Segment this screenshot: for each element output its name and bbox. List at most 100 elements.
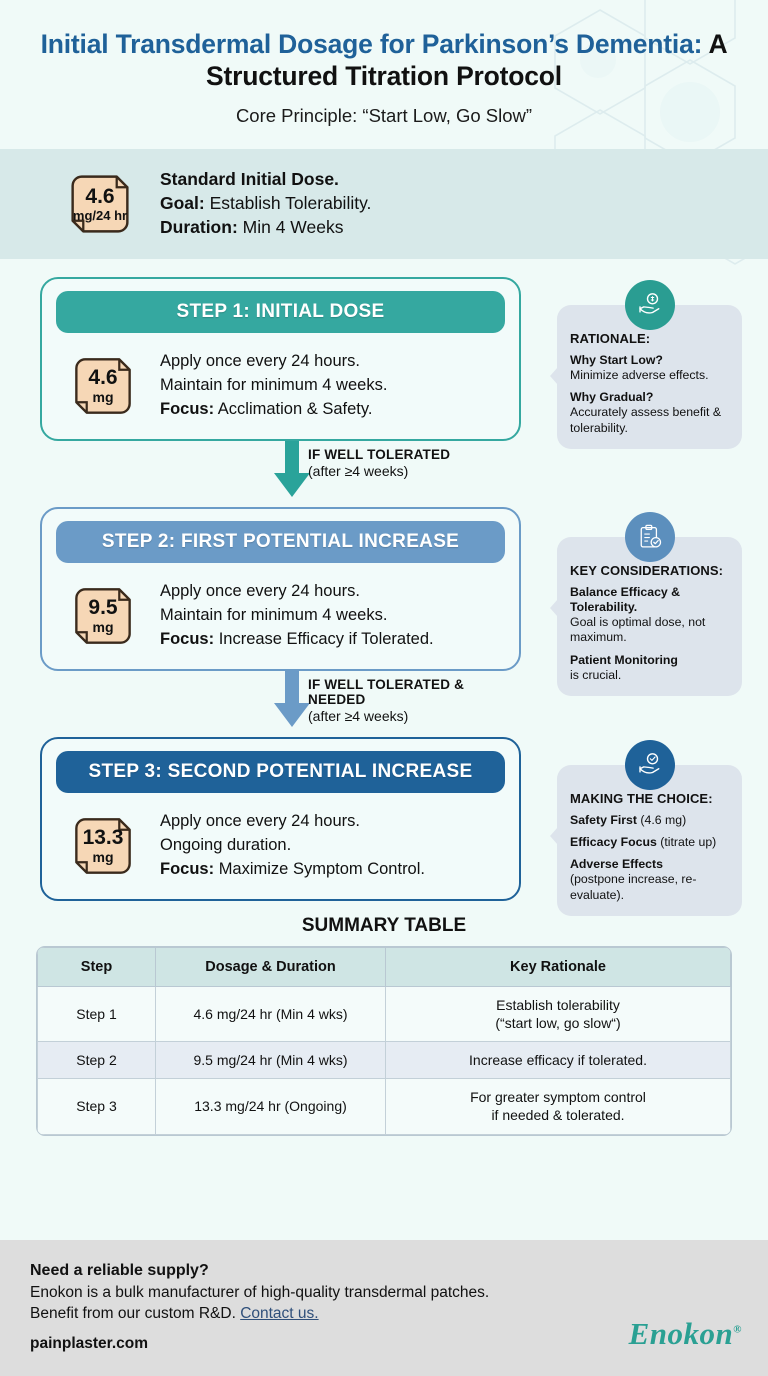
step-3-body: 13.3 mg Apply once every 24 hours. Ongoi… bbox=[52, 795, 509, 885]
table-col-step: Step bbox=[37, 946, 156, 987]
summary-table: Step Dosage & Duration Key Rationale Ste… bbox=[37, 946, 731, 1135]
callout-key-item-1-bold: Balance Efficacy & Tolerability. bbox=[570, 584, 681, 614]
registered-mark: ® bbox=[733, 1323, 742, 1336]
connector-1-sub: (after ≥4 weeks) bbox=[308, 462, 409, 479]
connector-2-sub: (after ≥4 weeks) bbox=[308, 707, 409, 724]
table-cell-dosage: 4.6 mg/24 hr (Min 4 wks) bbox=[155, 985, 386, 1043]
step-card-3: STEP 3: SECOND POTENTIAL INCREASE 13.3 m… bbox=[40, 736, 521, 901]
table-row: Step 1 4.6 mg/24 hr (Min 4 wks) Establis… bbox=[37, 985, 731, 1043]
step-2-header: STEP 2: FIRST POTENTIAL INCREASE bbox=[56, 520, 505, 563]
connector-2-label: IF WELL TOLERATED & NEEDED (after ≥4 wee… bbox=[308, 677, 521, 724]
callout-rationale-item-2-text: Accurately assess benefit & tolerability… bbox=[570, 405, 722, 435]
step-card-2: STEP 2: FIRST POTENTIAL INCREASE 9.5 mg … bbox=[40, 506, 521, 671]
table-cell-dosage: 13.3 mg/24 hr (Ongoing) bbox=[155, 1078, 386, 1135]
summary-table-title: SUMMARY TABLE bbox=[301, 914, 467, 936]
patch-icon-banner: 4.6 mg/24 hr bbox=[62, 166, 138, 242]
table-cell-step: Step 1 bbox=[37, 985, 156, 1043]
step-3-dose-unit: mg bbox=[92, 849, 114, 866]
step-1-line-1: Apply once every 24 hours. bbox=[160, 352, 360, 371]
table-cell-step: Step 2 bbox=[37, 1041, 156, 1080]
hand-holding-money-icon bbox=[624, 279, 675, 330]
callout-rationale-item-1-bold: Why Start Low? bbox=[570, 352, 663, 367]
connector-1-label: IF WELL TOLERATED (after ≥4 weeks) bbox=[308, 447, 450, 479]
page-subtitle: Core Principle: “Start Low, Go Slow” bbox=[235, 104, 533, 126]
step-1-dose-unit: mg bbox=[92, 389, 114, 406]
table-cell-rationale: Increase efficacy if tolerated. bbox=[385, 1041, 731, 1080]
title-blue-part: Initial Transdermal Dosage for Parkinson… bbox=[40, 29, 703, 59]
enokon-logo: Enokon® bbox=[629, 1316, 742, 1352]
clipboard-check-icon bbox=[624, 511, 675, 562]
hand-money-glyph bbox=[638, 292, 659, 314]
page-header: Initial Transdermal Dosage for Parkinson… bbox=[0, 0, 768, 141]
callout-rationale-item-2-bold: Why Gradual? bbox=[570, 390, 654, 405]
banner-text: Standard Initial Dose. Goal: Establish T… bbox=[160, 168, 371, 239]
callout-choice-item-3-bold: Adverse Effects bbox=[570, 857, 663, 872]
step-1-focus-text: Acclimation & Safety. bbox=[217, 399, 373, 418]
step-1-focus-label: Focus: bbox=[160, 399, 215, 418]
step-2-body: 9.5 mg Apply once every 24 hours. Mainta… bbox=[52, 565, 509, 655]
step-3-line-1: Apply once every 24 hours. bbox=[160, 812, 360, 831]
callout-key-item-2-text: is crucial. bbox=[570, 667, 622, 682]
callout-choice-item-1-bold: Safety First bbox=[570, 812, 637, 827]
callout-choice-item-3: Adverse Effects (postpone increase, re-e… bbox=[570, 857, 729, 903]
patch-shape-icon bbox=[71, 175, 129, 233]
brand-name: Enokon bbox=[628, 1316, 734, 1351]
callout-key-considerations: KEY CONSIDERATIONS: Balance Efficacy & T… bbox=[550, 511, 742, 697]
callout-key-considerations-bubble: KEY CONSIDERATIONS: Balance Efficacy & T… bbox=[550, 536, 742, 697]
callout-choice-item-2-bold: Efficacy Focus bbox=[570, 834, 657, 849]
step-2-focus-label: Focus: bbox=[160, 629, 215, 648]
callout-choice-item-1: Safety First (4.6 mg) bbox=[570, 813, 729, 828]
table-col-rationale: Key Rationale bbox=[385, 946, 731, 987]
table-cell-dosage: 9.5 mg/24 hr (Min 4 wks) bbox=[155, 1041, 386, 1080]
footer-body: Enokon is a bulk manufacturer of high-qu… bbox=[30, 1283, 530, 1325]
step-2-focus-text: Increase Efficacy if Tolerated. bbox=[218, 629, 434, 648]
callout-rationale: RATIONALE: Why Start Low? Minimize adver… bbox=[550, 279, 742, 449]
callout-making-the-choice: MAKING THE CHOICE: Safety First (4.6 mg)… bbox=[550, 739, 742, 916]
callout-choice-bubble: MAKING THE CHOICE: Safety First (4.6 mg)… bbox=[550, 764, 742, 916]
step-3-line-2: Ongoing duration. bbox=[160, 835, 292, 854]
hand-holding-check-icon bbox=[624, 739, 675, 790]
titration-flow: STEP 1: INITIAL DOSE 4.6 mg Apply once e… bbox=[0, 259, 768, 916]
footer-website[interactable]: painplaster.com bbox=[30, 1334, 149, 1352]
contact-us-link[interactable]: Contact us. bbox=[240, 1304, 319, 1322]
step-2-line-1: Apply once every 24 hours. bbox=[160, 582, 360, 601]
page-title: Initial Transdermal Dosage for Parkinson… bbox=[24, 28, 744, 93]
table-col-dosage: Dosage & Duration bbox=[155, 946, 386, 987]
table-cell-rationale: Establish tolerability (“start low, go s… bbox=[385, 985, 731, 1043]
patch-icon-step-3: 13.3 mg bbox=[66, 809, 140, 883]
step-row-2: STEP 2: FIRST POTENTIAL INCREASE 9.5 mg … bbox=[14, 506, 754, 697]
step-1-line-2: Maintain for minimum 4 weeks. bbox=[160, 375, 388, 394]
banner-dose-value: 4.6 bbox=[85, 184, 115, 208]
connector-2: IF WELL TOLERATED & NEEDED (after ≥4 wee… bbox=[40, 658, 521, 737]
banner-duration-text: Min 4 Weeks bbox=[242, 216, 344, 237]
step-1-dose-value: 4.6 bbox=[88, 366, 118, 390]
connector-2-main: IF WELL TOLERATED & NEEDED bbox=[308, 676, 465, 707]
clipboard-glyph bbox=[640, 524, 661, 548]
callout-choice-item-2-text: (titrate up) bbox=[660, 834, 717, 849]
step-1-header: STEP 1: INITIAL DOSE bbox=[56, 290, 505, 333]
callout-rationale-item-2: Why Gradual? Accurately assess benefit &… bbox=[570, 390, 729, 436]
callout-rationale-bubble: RATIONALE: Why Start Low? Minimize adver… bbox=[550, 304, 742, 449]
callout-choice-item-3-text: (postpone increase, re-evaluate). bbox=[570, 872, 697, 902]
step-1-body: 4.6 mg Apply once every 24 hours. Mainta… bbox=[52, 335, 509, 425]
patch-icon-step-2: 9.5 mg bbox=[66, 579, 140, 653]
callout-key-item-1-text: Goal is optimal dose, not maximum. bbox=[570, 615, 706, 645]
connector-1-main: IF WELL TOLERATED bbox=[308, 446, 451, 462]
step-2-line-2: Maintain for minimum 4 weeks. bbox=[160, 605, 388, 624]
banner-goal-text: Establish Tolerability. bbox=[209, 192, 372, 213]
callout-key-item-1: Balance Efficacy & Tolerability. Goal is… bbox=[570, 585, 729, 646]
hand-check-glyph bbox=[638, 752, 659, 774]
down-arrow-icon-1 bbox=[274, 428, 310, 497]
patch-icon-step-1: 4.6 mg bbox=[66, 349, 140, 423]
step-2-dose-value: 9.5 bbox=[88, 596, 118, 620]
step-row-3: STEP 3: SECOND POTENTIAL INCREASE 13.3 m… bbox=[14, 736, 754, 916]
standard-dose-banner: 4.6 mg/24 hr Standard Initial Dose. Goal… bbox=[0, 148, 768, 259]
callout-rationale-item-1-text: Minimize adverse effects. bbox=[570, 367, 709, 382]
patch-shape-icon bbox=[75, 357, 131, 414]
page-footer: Need a reliable supply? Enokon is a bulk… bbox=[0, 1240, 768, 1376]
footer-body-text: Enokon is a bulk manufacturer of high-qu… bbox=[30, 1284, 490, 1322]
table-header-row: Step Dosage & Duration Key Rationale bbox=[37, 946, 731, 987]
callout-rationale-heading: RATIONALE: bbox=[570, 330, 651, 346]
callout-rationale-item-1: Why Start Low? Minimize adverse effects. bbox=[570, 353, 729, 383]
